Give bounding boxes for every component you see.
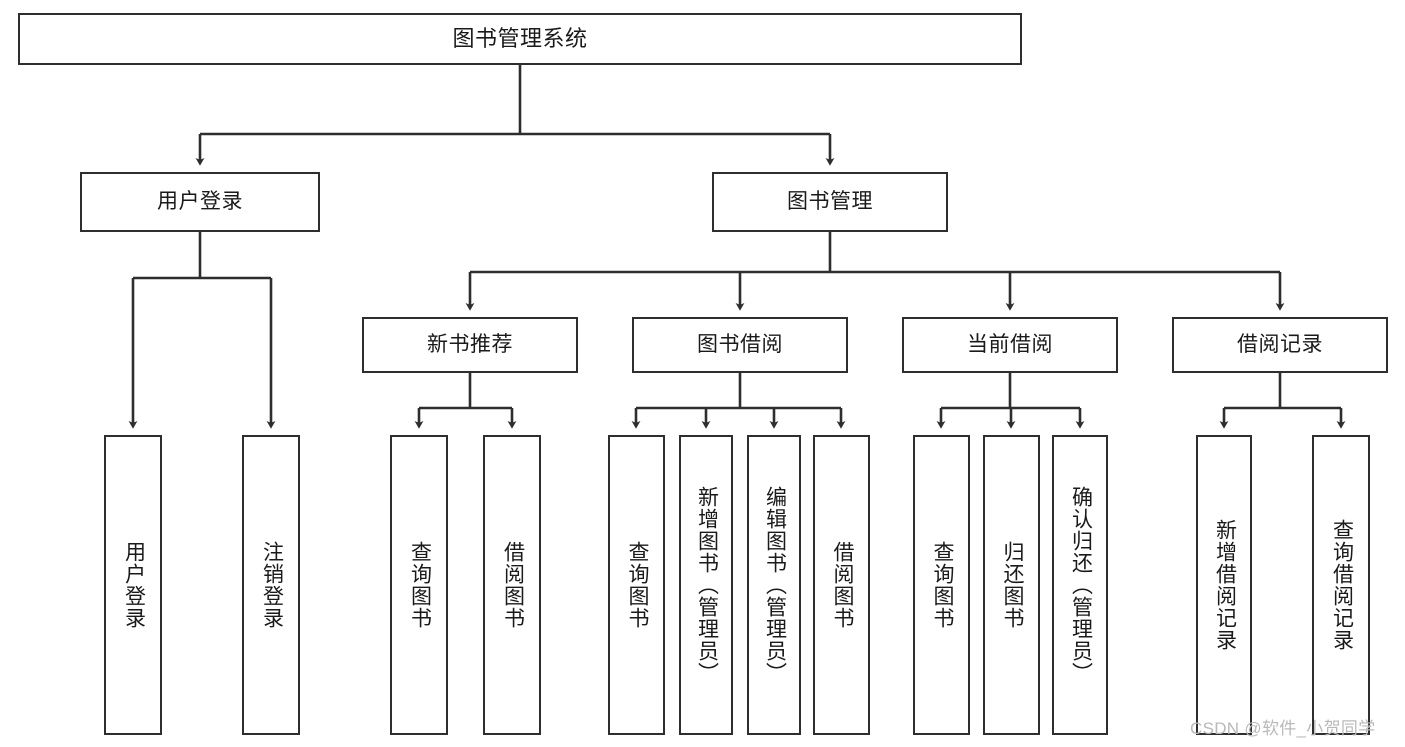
node-current-borrow-label: 当前借阅 [967, 333, 1053, 357]
node-root[interactable]: 图书管理系统 [18, 13, 1022, 65]
node-leaf-confirm-return[interactable]: 确认归还（管理员） [1052, 435, 1108, 735]
node-borrow-record-label: 借阅记录 [1237, 333, 1323, 357]
node-root-label: 图书管理系统 [452, 25, 588, 51]
node-leaf-query-book-1-label: 查询图书 [408, 541, 432, 629]
node-new-book-rec[interactable]: 新书推荐 [362, 317, 578, 373]
node-user-login-label: 用户登录 [157, 190, 243, 214]
node-leaf-query-book-3[interactable]: 查询图书 [913, 435, 970, 735]
node-leaf-return-book-label: 归还图书 [1000, 541, 1024, 629]
node-leaf-query-record-label: 查询借阅记录 [1330, 519, 1354, 651]
node-leaf-query-book-1[interactable]: 查询图书 [390, 435, 448, 735]
node-leaf-logout-label: 注销登录 [260, 541, 284, 629]
node-leaf-user-login-label: 用户登录 [122, 541, 146, 629]
node-leaf-add-record[interactable]: 新增借阅记录 [1196, 435, 1252, 735]
node-leaf-confirm-return-label: 确认归还（管理员） [1069, 486, 1093, 684]
node-current-borrow[interactable]: 当前借阅 [902, 317, 1118, 373]
node-leaf-query-book-2-label: 查询图书 [625, 541, 649, 629]
node-leaf-query-record[interactable]: 查询借阅记录 [1312, 435, 1370, 735]
node-book-manage[interactable]: 图书管理 [712, 172, 948, 232]
node-leaf-borrow-book-2-label: 借阅图书 [830, 541, 854, 629]
node-leaf-logout[interactable]: 注销登录 [242, 435, 300, 735]
node-user-login[interactable]: 用户登录 [80, 172, 320, 232]
node-leaf-borrow-book-2[interactable]: 借阅图书 [813, 435, 870, 735]
node-leaf-add-book-label: 新增图书（管理员） [695, 486, 719, 684]
node-leaf-user-login[interactable]: 用户登录 [104, 435, 162, 735]
node-leaf-edit-book[interactable]: 编辑图书（管理员） [747, 435, 801, 735]
node-book-manage-label: 图书管理 [787, 190, 873, 214]
node-book-borrow[interactable]: 图书借阅 [632, 317, 848, 373]
node-leaf-add-record-label: 新增借阅记录 [1213, 519, 1237, 651]
node-borrow-record[interactable]: 借阅记录 [1172, 317, 1388, 373]
watermark: CSDN @软件_小贺同学 [1190, 719, 1376, 738]
node-leaf-edit-book-label: 编辑图书（管理员） [763, 486, 787, 684]
node-leaf-query-book-3-label: 查询图书 [930, 541, 954, 629]
node-leaf-borrow-book-1-label: 借阅图书 [501, 541, 525, 629]
node-leaf-borrow-book-1[interactable]: 借阅图书 [483, 435, 541, 735]
node-book-borrow-label: 图书借阅 [697, 333, 783, 357]
node-leaf-add-book[interactable]: 新增图书（管理员） [679, 435, 733, 735]
node-new-book-rec-label: 新书推荐 [427, 333, 513, 357]
node-leaf-query-book-2[interactable]: 查询图书 [608, 435, 665, 735]
node-leaf-return-book[interactable]: 归还图书 [983, 435, 1040, 735]
